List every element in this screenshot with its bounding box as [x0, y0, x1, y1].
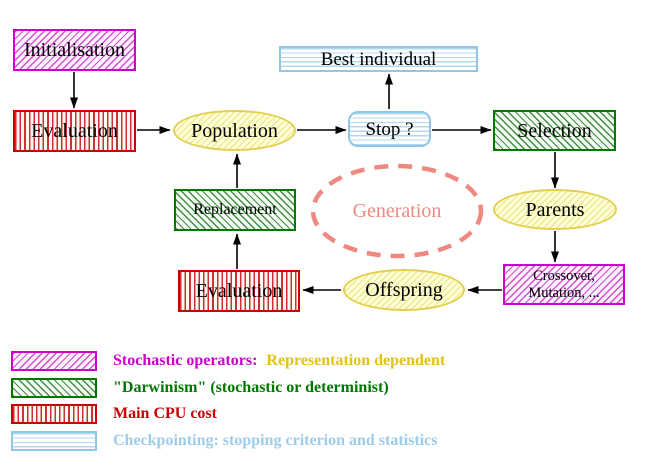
node-replacement-label: Replacement [193, 201, 277, 218]
legend-label-checkpointing: Checkpointing: stopping criterion and st… [113, 431, 438, 449]
legend-swatch-magenta-hatch [11, 351, 97, 372]
node-crossover-line1: Crossover, [533, 267, 595, 284]
legend-row-stochastic: Stochastic operators: Representation depe… [11, 348, 445, 375]
node-population: Population [173, 110, 296, 151]
legend-row-checkpointing: Checkpointing: stopping criterion and st… [11, 428, 445, 455]
legend-row-cpu-cost: Main CPU cost [11, 401, 445, 428]
node-evaluation-bottom: Evaluation [178, 270, 300, 312]
node-stop: Stop ? [348, 111, 431, 147]
node-best-individual: Best individual [279, 46, 478, 72]
node-initialisation-label: Initialisation [23, 39, 126, 61]
node-stop-label: Stop ? [365, 118, 414, 140]
node-population-label: Population [191, 119, 278, 142]
node-crossover-line2: Mutation, ... [528, 284, 600, 301]
legend-swatch-cyan-stripes [11, 430, 97, 451]
legend-swatch-green-hatch [11, 377, 97, 398]
node-crossover-mutation: Crossover, Mutation, ... [503, 264, 625, 305]
node-evaluation-top-label: Evaluation [31, 120, 118, 142]
node-best-individual-label: Best individual [320, 48, 437, 70]
node-evaluation-bottom-label: Evaluation [195, 280, 283, 302]
legend-label-main-cpu-cost: Main CPU cost [113, 405, 217, 423]
node-offspring: Offspring [343, 269, 465, 311]
node-parents-label: Parents [525, 198, 585, 221]
legend-text-stochastic: Stochastic operators: Representation depe… [113, 353, 445, 369]
legend-swatch-red-stripes [11, 404, 97, 425]
node-selection: Selection [493, 110, 616, 151]
legend: Stochastic operators: Representation depe… [11, 348, 445, 454]
node-selection-label: Selection [517, 119, 592, 142]
node-evaluation-top: Evaluation [13, 110, 136, 152]
node-initialisation: Initialisation [13, 29, 136, 71]
legend-label-darwinism: "Darwinism" (stochastic or determinist) [113, 378, 389, 396]
node-offspring-label: Offspring [365, 279, 443, 301]
node-replacement: Replacement [174, 189, 296, 231]
node-parents: Parents [493, 189, 617, 230]
legend-row-darwinism: "Darwinism" (stochastic or determinist) [11, 375, 445, 402]
legend-label-representation-dependent: Representation dependent [266, 352, 446, 370]
legend-label-stochastic-operators: Stochastic operators: [113, 352, 258, 370]
node-generation-label: Generation [352, 199, 442, 222]
